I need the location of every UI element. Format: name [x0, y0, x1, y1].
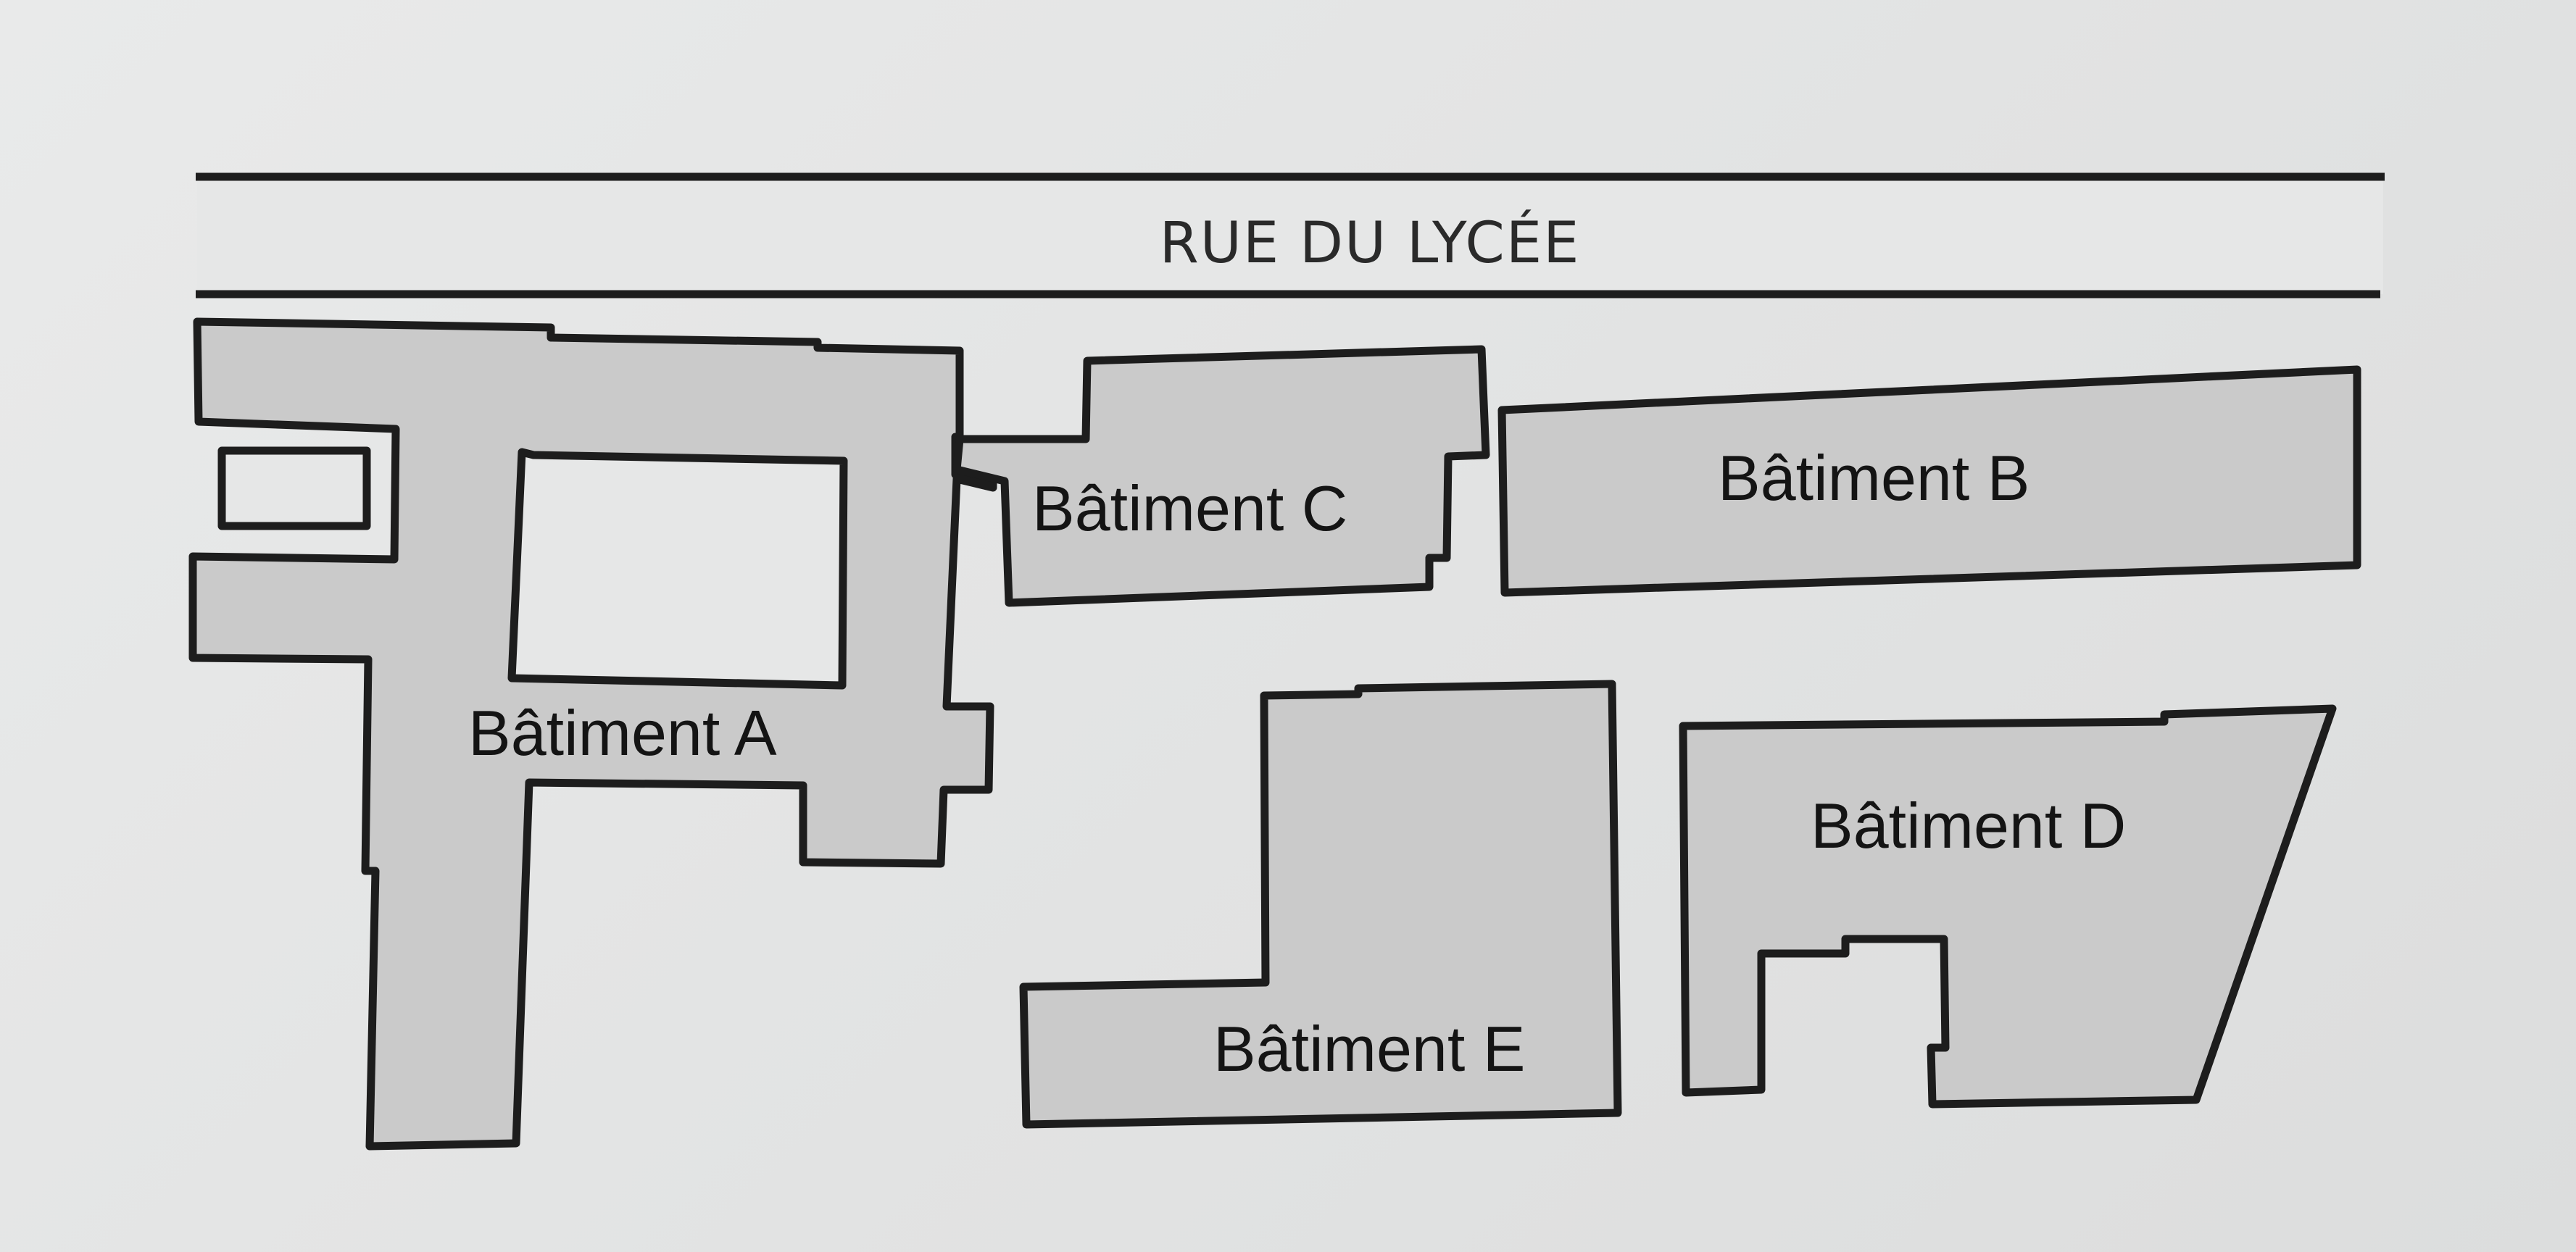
building-a-inner-rect: [217, 446, 371, 530]
building-a-courtyard: [507, 448, 848, 690]
building-c-outline[interactable]: [952, 345, 1490, 607]
street-name-label: RUE DU LYCÉE: [1160, 209, 1581, 276]
building-c-label: Bâtiment C: [1032, 472, 1347, 544]
building-b-label: Bâtiment B: [1718, 442, 2029, 514]
street-rue-du-lycee: RUE DU LYCÉE: [196, 172, 2385, 299]
building-d-label: Bâtiment D: [1811, 790, 2126, 861]
building-a-label: Bâtiment A: [468, 697, 777, 769]
building-b-outline[interactable]: [1497, 365, 2361, 597]
street-band: [197, 177, 2383, 294]
building-a[interactable]: Bâtiment A: [188, 317, 997, 1151]
building-e[interactable]: Bâtiment E: [1019, 680, 1622, 1129]
building-c[interactable]: Bâtiment C: [952, 345, 1490, 607]
building-e-outline[interactable]: [1019, 680, 1622, 1129]
building-d[interactable]: Bâtiment D: [1679, 704, 2337, 1109]
building-b[interactable]: Bâtiment B: [1497, 365, 2361, 597]
building-d-outline[interactable]: [1679, 704, 2337, 1109]
building-e-label: Bâtiment E: [1213, 1013, 1525, 1085]
